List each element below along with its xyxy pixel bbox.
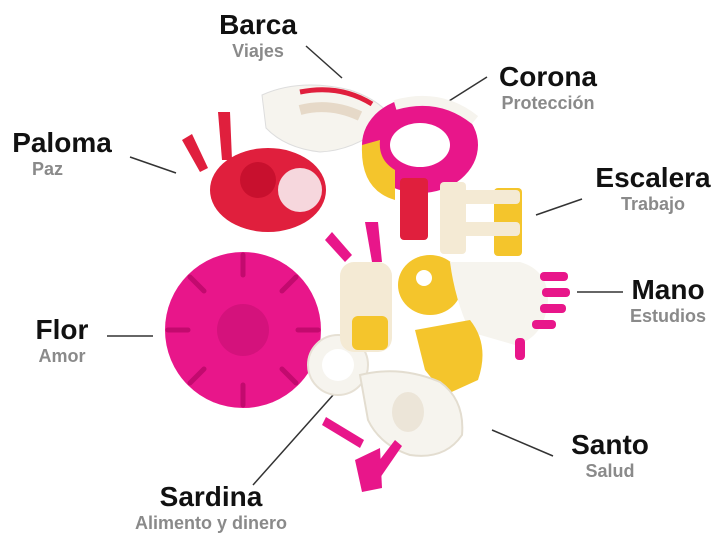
label-barca: Barca Viajes — [198, 10, 318, 62]
flor-meaning: Amor — [22, 345, 102, 367]
label-escalera: Escalera Trabajo — [586, 163, 720, 215]
label-sardina: Sardina Alimento y dinero — [108, 482, 314, 533]
paloma-name: Paloma — [2, 128, 122, 158]
label-mano: Mano Estudios — [616, 275, 720, 327]
escalera-figure — [400, 178, 522, 256]
flor-figure — [165, 252, 321, 408]
barca-name: Barca — [198, 10, 318, 40]
corona-name: Corona — [478, 62, 618, 92]
leader-line-santo — [492, 430, 553, 456]
escalera-name: Escalera — [586, 163, 720, 193]
santo-meaning: Salud — [554, 460, 666, 482]
label-paloma: Paloma Paz — [2, 128, 122, 180]
leader-line-escalera — [536, 199, 582, 215]
sardina-meaning: Alimento y dinero — [108, 512, 314, 533]
paloma-meaning: Paz — [2, 158, 122, 180]
barca-meaning: Viajes — [198, 40, 318, 62]
santo-name: Santo — [554, 430, 666, 460]
label-corona: Corona Protección — [478, 62, 618, 114]
corona-meaning: Protección — [478, 92, 618, 114]
central-figure — [325, 222, 392, 352]
sardina-name: Sardina — [108, 482, 314, 512]
mano-name: Mano — [616, 275, 720, 305]
escalera-meaning: Trabajo — [586, 193, 720, 215]
leader-line-paloma — [130, 157, 176, 173]
label-santo: Santo Salud — [554, 430, 666, 482]
label-flor: Flor Amor — [22, 315, 102, 367]
flor-name: Flor — [22, 315, 102, 345]
mano-meaning: Estudios — [616, 305, 720, 327]
